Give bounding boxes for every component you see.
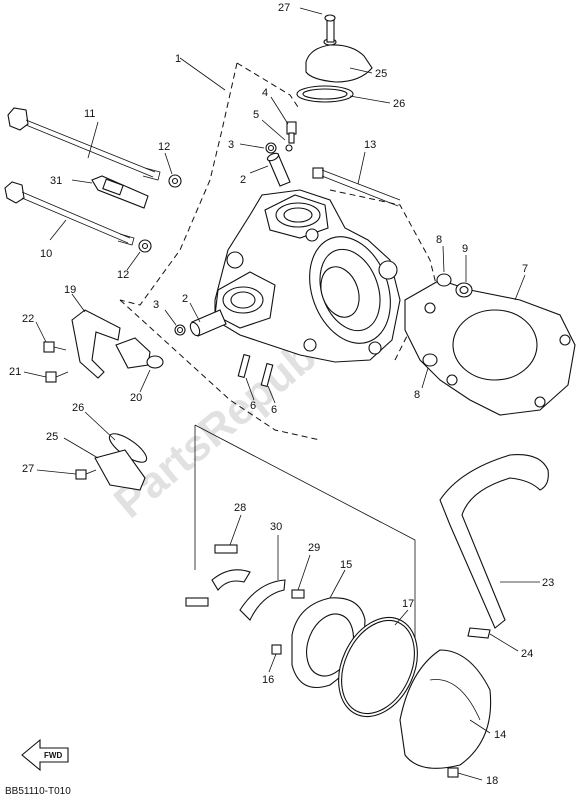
- callout-18: 18: [486, 775, 498, 787]
- callout-6-a: 6: [250, 400, 256, 412]
- callout-3-top: 3: [228, 139, 234, 151]
- callout-22: 22: [22, 313, 34, 325]
- callout-15: 15: [340, 559, 352, 571]
- fwd-label: FWD: [44, 751, 62, 760]
- callout-5: 5: [253, 109, 259, 121]
- callout-3-mid: 3: [153, 299, 159, 311]
- callout-2-top: 2: [240, 174, 246, 186]
- callout-8-bot: 8: [414, 389, 420, 401]
- long-bolts: [4, 107, 401, 253]
- head-gasket: [404, 273, 576, 416]
- callout-8-top: 8: [436, 234, 442, 246]
- callout-30: 30: [270, 521, 282, 533]
- small-fasteners: [174, 121, 297, 337]
- lower-assembly-frame: [194, 424, 416, 655]
- callout-4: 4: [262, 87, 268, 99]
- callout-28: 28: [234, 502, 246, 514]
- studs: [237, 353, 274, 388]
- leader-lines: [23, 7, 540, 781]
- callout-2-mid: 2: [182, 293, 188, 305]
- callout-7: 7: [522, 263, 528, 275]
- callout-27-mid: 27: [22, 463, 34, 475]
- fwd-arrow-icon: FWD: [21, 738, 69, 772]
- bracket-assembly: [43, 309, 164, 383]
- coolant-hose: [439, 454, 549, 639]
- callout-9: 9: [462, 243, 468, 255]
- callout-27-top: 27: [278, 2, 290, 14]
- callout-6-b: 6: [271, 404, 277, 416]
- side-cap-assembly: [75, 433, 148, 491]
- cylinder-head-body: [214, 189, 401, 363]
- callout-23: 23: [542, 577, 554, 589]
- callout-17: 17: [402, 598, 414, 610]
- callout-12-mid: 12: [117, 269, 129, 281]
- catalog-code: BB51110-T010: [5, 786, 71, 797]
- callout-26-mid: 26: [72, 402, 84, 414]
- cap-cover-top: [296, 14, 373, 103]
- callout-11: 11: [84, 108, 95, 120]
- callout-20: 20: [130, 392, 142, 404]
- callout-10: 10: [40, 248, 52, 260]
- callout-31: 31: [50, 175, 62, 187]
- callout-25-mid: 25: [46, 431, 58, 443]
- callout-26-top: 26: [393, 98, 405, 110]
- callout-21: 21: [9, 366, 21, 378]
- callout-14: 14: [494, 729, 506, 741]
- callout-12-top: 12: [158, 141, 170, 153]
- callout-24: 24: [521, 648, 533, 660]
- callout-25-top: 25: [375, 68, 387, 80]
- callout-19: 19: [64, 284, 76, 296]
- lower-parts: [185, 544, 492, 778]
- callout-1: 1: [175, 53, 181, 65]
- callout-29: 29: [308, 542, 320, 554]
- callout-numbers: 27 25 26 1 4 5 3 2 11 12 13 31 10 12 8 9…: [9, 2, 554, 787]
- callout-16: 16: [262, 674, 274, 686]
- callout-13: 13: [364, 139, 376, 151]
